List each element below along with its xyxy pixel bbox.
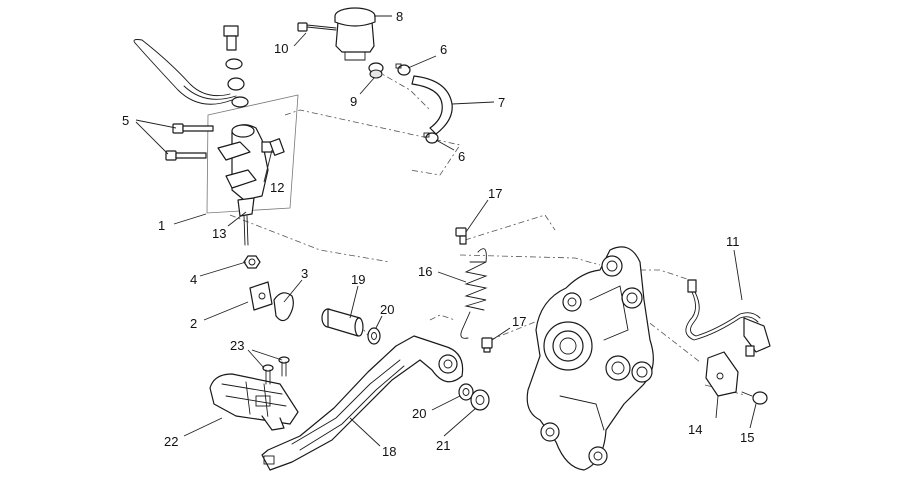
part-20-washer-lower xyxy=(458,383,474,401)
callout-17-lower: 17 xyxy=(512,314,526,329)
part-5-bolt-lower xyxy=(165,150,207,161)
callout-16: 16 xyxy=(418,264,432,279)
part-19-pivot-pin xyxy=(321,308,364,337)
callout-labels: 8 10 6 9 7 6 5 12 1 13 4 2 3 19 20 23 22… xyxy=(122,9,754,459)
part-6-hose-clamp-bottom xyxy=(423,132,439,144)
part-18-brake-pedal xyxy=(261,335,464,471)
callout-1: 1 xyxy=(158,218,165,233)
part-10-screw xyxy=(297,22,337,32)
callout-11: 11 xyxy=(726,234,740,249)
part-11-sensor-cable xyxy=(685,279,771,357)
master-cylinder-frame xyxy=(206,94,299,214)
callout-23: 23 xyxy=(230,338,244,353)
part-23-screw-right xyxy=(278,356,290,377)
part-4-nut xyxy=(243,255,261,269)
callout-4: 4 xyxy=(190,272,197,287)
brake-line-pipe xyxy=(133,39,237,105)
callout-15: 15 xyxy=(740,430,754,445)
part-12-bleed-screw xyxy=(269,138,285,156)
part-9-grommet xyxy=(368,62,384,79)
callout-6-top: 6 xyxy=(440,42,447,57)
part-15-screw xyxy=(741,391,768,405)
callout-3: 3 xyxy=(301,266,308,281)
main-bracket-plate xyxy=(526,246,654,471)
part-17-screw-lower xyxy=(481,337,493,353)
callout-2: 2 xyxy=(190,316,197,331)
part-3-clip xyxy=(273,292,294,322)
callout-12: 12 xyxy=(270,180,284,195)
part-22-foot-peg xyxy=(209,373,299,431)
part-21-washer xyxy=(470,389,490,411)
part-17-screw-upper xyxy=(455,227,467,245)
part-5-bolt-upper xyxy=(172,123,214,134)
part-1-master-cylinder xyxy=(217,124,277,201)
callout-22: 22 xyxy=(164,434,178,449)
callout-18: 18 xyxy=(382,444,396,459)
leader-lines xyxy=(135,15,757,447)
part-20-washer-upper xyxy=(367,327,381,345)
callout-21: 21 xyxy=(436,438,450,453)
part-16-spring xyxy=(460,248,488,339)
callout-17-upper: 17 xyxy=(488,186,502,201)
callout-5: 5 xyxy=(122,113,129,128)
callout-20-upper: 20 xyxy=(380,302,394,317)
callout-10: 10 xyxy=(274,41,288,56)
callout-9: 9 xyxy=(350,94,357,109)
callout-6-bottom: 6 xyxy=(458,149,465,164)
part-13-push-rod xyxy=(237,197,255,246)
callout-8: 8 xyxy=(396,9,403,24)
callout-14: 14 xyxy=(688,422,702,437)
callout-19: 19 xyxy=(351,272,365,287)
part-2-clevis xyxy=(249,281,273,311)
part-14-sensor-bracket xyxy=(705,351,739,397)
part-8-fluid-reservoir xyxy=(334,7,376,61)
callout-13: 13 xyxy=(212,226,226,241)
banjo-bolt xyxy=(223,25,249,108)
callout-20-lower: 20 xyxy=(412,406,426,421)
part-6-hose-clamp-top xyxy=(395,63,411,76)
part-23-screw-left xyxy=(262,364,274,385)
part-7-hose xyxy=(411,75,453,135)
callout-7: 7 xyxy=(498,95,505,110)
